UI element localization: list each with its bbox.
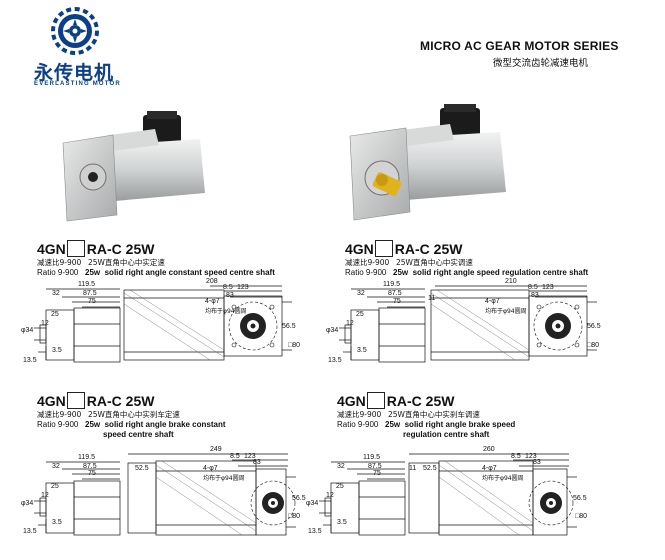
dim-holes: 4-φ7: [205, 298, 220, 305]
dim-80: □80: [587, 342, 600, 349]
dim-pcd: 均布于φ94圆周: [203, 475, 245, 482]
option-box: [374, 240, 393, 257]
dim-34: φ34: [306, 500, 319, 507]
dim-75: 75: [393, 298, 401, 305]
dim-75: 75: [88, 470, 96, 477]
dim-123: 123: [542, 284, 554, 291]
dim-12: 12: [326, 492, 334, 499]
dim-56-5: 56.5: [292, 495, 306, 502]
brand-name-en: EVERLASTING MOTOR: [34, 81, 121, 87]
dim-8-5: 8.5: [223, 284, 233, 291]
dim-83: 83: [226, 292, 234, 299]
dim-123: 123: [237, 284, 249, 291]
dim-13-5: 13.5: [23, 357, 37, 364]
dim-87-5: 87.5: [83, 290, 97, 297]
dim-25: 25: [356, 311, 364, 318]
dim-34: φ34: [21, 500, 34, 507]
dim-123: 123: [525, 453, 537, 460]
dim-holes: 4-φ7: [203, 465, 218, 472]
dim-87-5: 87.5: [83, 463, 97, 470]
dim-75: 75: [88, 298, 96, 305]
dim-13-5: 13.5: [23, 528, 37, 535]
dim-87-5: 87.5: [388, 290, 402, 297]
motor-photo-left: [62, 111, 205, 222]
dim-12: 12: [346, 320, 354, 327]
dim-80: □80: [575, 513, 588, 520]
dim-80: □80: [288, 342, 301, 349]
dim-32: 32: [52, 463, 60, 470]
dim-8-5: 8.5: [511, 453, 521, 460]
gear-logo-icon: [51, 7, 99, 55]
model-spec-2: 减速比9-900 25W直角中心中实调速 Ratio 9-900 25w sol…: [345, 258, 589, 277]
series-title-cn: 微型交流齿轮减速电机: [493, 58, 589, 69]
dim-12: 12: [41, 492, 49, 499]
series-title-en: MICRO AC GEAR MOTOR SERIES: [420, 39, 619, 53]
dim-11: 11: [428, 295, 436, 302]
dim-260: 260: [483, 446, 495, 453]
dim-119-5: 119.5: [78, 454, 95, 461]
dim-208: 208: [206, 278, 218, 285]
dim-56-5: 56.5: [587, 323, 601, 330]
dim-123: 123: [244, 453, 256, 460]
dim-pcd: 均布于φ94圆周: [485, 308, 527, 315]
model-spec-4: 减速比9-900 25W直角中心中实刹车调速 Ratio 9-900 25w s…: [337, 410, 516, 439]
dim-210: 210: [505, 278, 517, 285]
dim-80: □80: [288, 513, 301, 520]
drawing-1: 119.5 32 87.5 75 25 12 φ34 3.5 13.5 208 …: [20, 278, 310, 370]
dim-25: 25: [51, 311, 59, 318]
dim-11: 11: [409, 465, 417, 472]
option-box: [366, 392, 385, 409]
model-spec-3: 减速比9-900 25W直角中心中实刹车定速 Ratio 9-900 25w s…: [37, 410, 226, 439]
dim-34: φ34: [21, 327, 34, 334]
dim-56-5: 56.5: [282, 323, 296, 330]
dim-119-5: 119.5: [78, 281, 95, 288]
dim-34: φ34: [326, 327, 339, 334]
dim-119-5: 119.5: [383, 281, 400, 288]
dim-3-5: 3.5: [357, 347, 367, 354]
dim-52-5: 52.5: [135, 465, 149, 472]
drawing-4: 119.5 32 87.5 75 25 12 φ34 3.5 13.5 260 …: [305, 445, 605, 545]
dim-32: 32: [52, 290, 60, 297]
dim-holes: 4-φ7: [482, 465, 497, 472]
dim-32: 32: [337, 463, 345, 470]
dim-83: 83: [533, 459, 541, 466]
dim-8-5: 8.5: [230, 453, 240, 460]
dim-holes: 4-φ7: [485, 298, 500, 305]
dim-75: 75: [373, 470, 381, 477]
dim-25: 25: [51, 483, 59, 490]
dim-119-5: 119.5: [363, 454, 380, 461]
dim-8-5: 8.5: [528, 284, 538, 291]
option-box: [66, 392, 85, 409]
dim-83: 83: [253, 459, 261, 466]
dim-3-5: 3.5: [337, 519, 347, 526]
dim-56-5: 56.5: [573, 495, 587, 502]
dim-12: 12: [41, 320, 49, 327]
dim-83: 83: [531, 292, 539, 299]
motor-photo-right: [349, 104, 506, 221]
dim-249: 249: [210, 446, 222, 453]
option-box: [66, 240, 85, 257]
dim-13-5: 13.5: [328, 357, 342, 364]
dim-32: 32: [357, 290, 365, 297]
dim-3-5: 3.5: [52, 519, 62, 526]
model-spec-1: 减速比9-900 25W直角中心中实定速 Ratio 9-900 25w sol…: [37, 258, 275, 277]
brand-logo: 永传电机 EVERLASTING MOTOR: [30, 6, 130, 87]
dim-52-5: 52.5: [423, 465, 437, 472]
drawing-3: 119.5 32 87.5 75 25 12 φ34 3.5 13.5 249 …: [20, 445, 320, 545]
dim-25: 25: [336, 483, 344, 490]
dim-13-5: 13.5: [308, 528, 322, 535]
drawing-2: 119.5 32 87.5 75 25 12 φ34 3.5 13.5 210 …: [325, 278, 625, 370]
dim-3-5: 3.5: [52, 347, 62, 354]
brand-name-cn: 永传电机: [34, 62, 115, 84]
dim-pcd: 均布于φ94圆周: [205, 308, 247, 315]
dim-87-5: 87.5: [368, 463, 382, 470]
dim-pcd: 均布于φ94圆周: [482, 475, 524, 482]
